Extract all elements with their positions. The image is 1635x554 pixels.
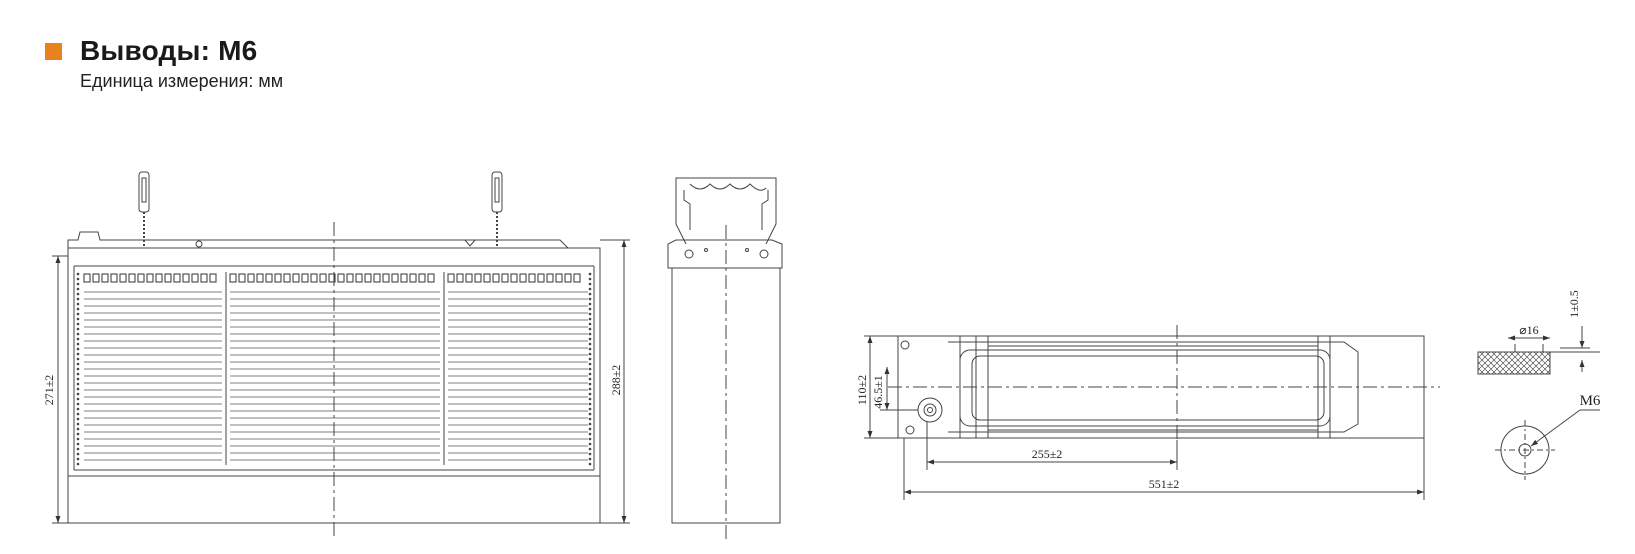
- edge-dots: [76, 272, 592, 466]
- dim-total-height: 288±2: [609, 365, 623, 396]
- top-terminal: [917, 397, 943, 423]
- terminal-right: [491, 171, 503, 248]
- vent-circle: [195, 240, 203, 248]
- dim-terminal-diameter: ⌀16: [1519, 323, 1538, 337]
- dim-top-width: 110±2: [855, 375, 869, 405]
- dim-terminal-offset: 46.5±1: [871, 375, 885, 409]
- side-view: [667, 177, 783, 540]
- section-header: Выводы: M6 Единица измерения: мм: [45, 35, 283, 92]
- section-title: Выводы: M6: [80, 35, 258, 66]
- orange-square-icon: [45, 42, 62, 60]
- unit-subtitle: Единица измерения: мм: [80, 71, 284, 91]
- front-view: [52, 171, 630, 540]
- dim-total-length: 551±2: [1149, 477, 1180, 491]
- dim-front-height: 271±2: [42, 375, 56, 406]
- side-body: [671, 268, 781, 524]
- terminal-detail: [1477, 326, 1600, 480]
- top-lid-front: [67, 231, 569, 249]
- dim-terminal-recess: 1±0.5: [1567, 290, 1581, 318]
- side-handle: [675, 177, 777, 245]
- top-view: [864, 325, 1440, 500]
- terminal-left: [138, 171, 150, 248]
- front-ribs: [83, 273, 588, 461]
- dim-terminal-spacing: 255±2: [1032, 447, 1063, 461]
- thread-label: M6: [1580, 393, 1601, 409]
